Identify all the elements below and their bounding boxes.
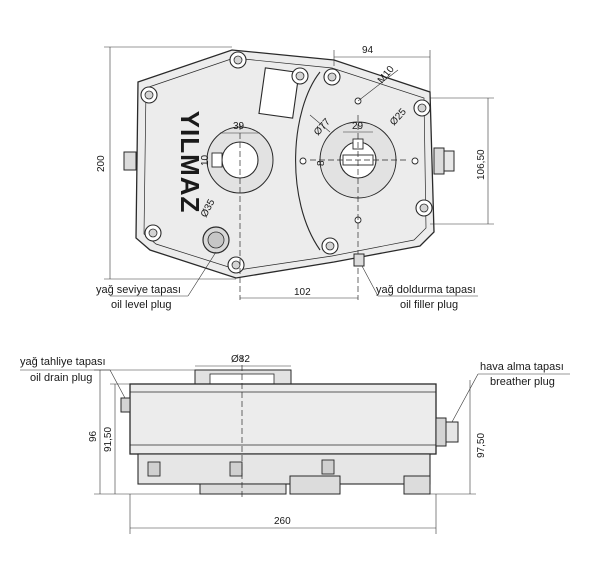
- brand-logo: YILMAZ: [175, 111, 205, 214]
- mount-hole: [299, 157, 307, 165]
- label-breather-tr: hava alma tapası: [480, 361, 564, 373]
- gearbox-lower: [137, 453, 431, 485]
- dim-output-key: 8: [316, 160, 327, 166]
- gearbox-foot: [199, 483, 287, 495]
- dim-length: 260: [274, 516, 291, 527]
- bolt-head: [321, 459, 335, 475]
- bolt-icon: [140, 86, 158, 104]
- label-oil-drain-en: oil drain plug: [30, 372, 92, 384]
- label-oil-level-en: oil level plug: [111, 299, 172, 311]
- gearbox-foot: [289, 475, 341, 495]
- label-oil-filler-en: oil filler plug: [400, 299, 458, 311]
- dim-bottom-height-total: 96: [88, 430, 99, 442]
- dim-height: 200: [96, 155, 107, 172]
- bolt-icon: [415, 199, 433, 217]
- input-shaft: [206, 124, 274, 300]
- bolt-icon: [321, 237, 339, 255]
- dim-shaft-distance: 102: [294, 287, 311, 298]
- bolt-icon: [323, 68, 341, 86]
- dim-bottom-shaft: Ø82: [231, 354, 250, 365]
- label-oil-filler-tr: yağ doldurma tapası: [376, 284, 476, 296]
- parting-line: [295, 71, 321, 251]
- bolt-head: [147, 461, 161, 477]
- bolt-icon: [227, 256, 245, 274]
- bolt-head: [229, 461, 243, 477]
- dim-top-width: 94: [362, 45, 374, 56]
- bolt-icon: [229, 51, 247, 69]
- oil-level-plug: [202, 226, 230, 254]
- label-oil-level-tr: yağ seviye tapası: [96, 284, 181, 296]
- output-shaft: [310, 115, 408, 300]
- breather-plug-top: [433, 147, 455, 175]
- gearbox-foot: [403, 475, 431, 495]
- label-breather-en: breather plug: [490, 376, 555, 388]
- mount-hole: [411, 157, 419, 165]
- dim-input-bore-width: 39: [233, 121, 245, 132]
- dim-input-key: 10: [200, 154, 211, 166]
- top-view: YILMAZ: [96, 45, 494, 311]
- oil-filler-plug-top: [353, 253, 365, 267]
- label-oil-drain-tr: yağ tahliye tapası: [20, 356, 106, 368]
- dim-bottom-height: 91,50: [103, 427, 114, 452]
- bolt-icon: [413, 99, 431, 117]
- gearbox-body-side: [129, 383, 437, 455]
- bolt-icon: [291, 67, 309, 85]
- side-view: Ø82 96 91,50 97,50 260 yağ tahliye tapas…: [20, 354, 570, 534]
- bolt-holes: [140, 51, 433, 274]
- breather-plug-side: [435, 417, 459, 447]
- svg-text:YILMAZ: YILMAZ: [175, 111, 205, 214]
- bolt-icon: [144, 224, 162, 242]
- dim-side-height: 106,50: [476, 149, 487, 180]
- dim-bottom-right-height: 97,50: [476, 433, 487, 458]
- oil-drain-plug: [120, 397, 131, 413]
- name-plate: [258, 67, 300, 119]
- side-plug-left: [123, 151, 137, 171]
- dim-output-keyway: 29: [352, 121, 364, 132]
